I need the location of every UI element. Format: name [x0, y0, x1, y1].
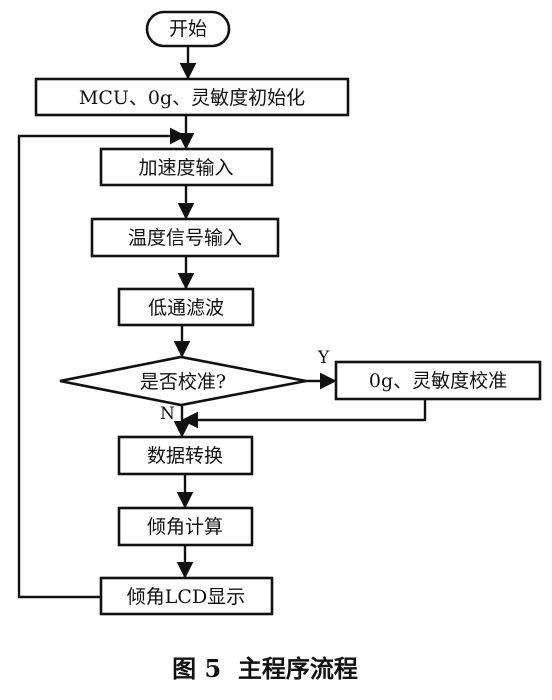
temp-input-label: 温度信号输入: [128, 227, 242, 249]
calibrate-node: 0g、灵敏度校准: [334, 360, 542, 401]
lcd-display-node: 倾角LCD显示: [99, 576, 274, 616]
branch-no-label: N: [160, 404, 175, 424]
lowpass-node: 低通滤波: [117, 287, 255, 327]
accel-input-label: 加速度输入: [138, 157, 233, 179]
convert-label: 数据转换: [147, 445, 223, 467]
init-label: MCU、0g、灵敏度初始化: [79, 87, 305, 109]
accel-input-node: 加速度输入: [99, 147, 274, 187]
tilt-calc-label: 倾角计算: [147, 516, 223, 538]
tilt-calc-node: 倾角计算: [117, 506, 254, 547]
temp-input-node: 温度信号输入: [90, 217, 280, 258]
decision-label: 是否校准?: [140, 371, 226, 393]
arrow-calibrate-return: [181, 399, 427, 429]
start-node: 开始: [145, 10, 231, 48]
decision-node: 是否校准?: [59, 355, 307, 407]
arrow-loop-back: [17, 127, 187, 599]
branch-yes-label: Y: [317, 348, 330, 368]
start-label: 开始: [169, 18, 207, 40]
lowpass-label: 低通滤波: [148, 297, 224, 319]
figure-caption: 图 5 主程序流程: [172, 654, 358, 683]
lcd-display-label: 倾角LCD显示: [127, 586, 245, 608]
convert-node: 数据转换: [117, 435, 254, 476]
init-node: MCU、0g、灵敏度初始化: [34, 77, 350, 117]
calibrate-label: 0g、灵敏度校准: [369, 370, 507, 392]
